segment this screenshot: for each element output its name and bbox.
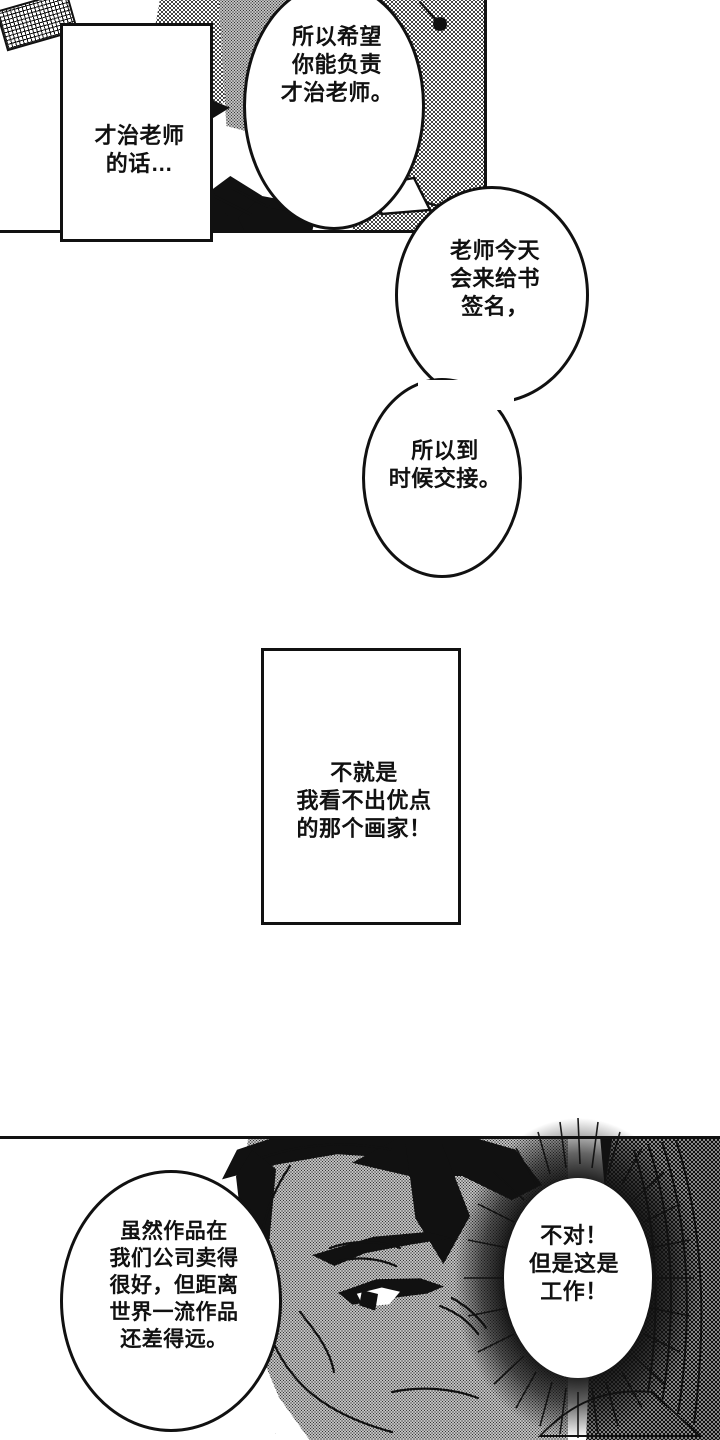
- panel-edge-bottom: [0, 230, 487, 233]
- caption-box-1-text: 才治老师 的话…: [94, 123, 185, 177]
- speech-bubble-3-text: 虽然作品在 我们公司卖得 很好，但距离 世界一流作品 还差得远。: [109, 1220, 239, 1351]
- panel-edge-top: [0, 1136, 720, 1139]
- caption-box-1: 才治老师 的话…: [60, 23, 213, 242]
- speech-bubble-2-seam: [418, 380, 514, 410]
- caption-box-2: 不就是 我看不出优点 的那个画家！: [261, 648, 461, 925]
- pupil: [359, 1290, 378, 1311]
- caption-box-2-text: 不就是 我看不出优点 的那个画家！: [296, 760, 432, 842]
- speech-bubble-3: 虽然作品在 我们公司卖得 很好，但距离 世界一流作品 还差得远。: [60, 1170, 282, 1432]
- speech-bubble-1: 所以希望 你能负责 才治老师。: [243, 0, 425, 230]
- speech-bubble-1-text: 所以希望 你能负责 才治老师。: [280, 24, 394, 106]
- shout-bubble-spikes: [454, 1117, 702, 1438]
- shout-bubble-text: 不对！ 但是这是 工作！: [528, 1223, 619, 1305]
- speech-bubble-2-top: 老师今天 会来给书 签名，: [395, 186, 589, 404]
- panel-edge-right: [484, 0, 487, 233]
- speech-bubble-2-bottom-text: 所以到 时候交接。: [388, 438, 502, 492]
- shout-bubble: 不对！ 但是这是 工作！: [448, 1112, 708, 1440]
- speech-bubble-2-bottom: 所以到 时候交接。: [362, 378, 522, 578]
- speech-bubble-2-group: 老师今天 会来给书 签名， 所以到 时候交接。: [340, 182, 600, 602]
- speech-bubble-2-top-text: 老师今天 会来给书 签名，: [449, 238, 540, 320]
